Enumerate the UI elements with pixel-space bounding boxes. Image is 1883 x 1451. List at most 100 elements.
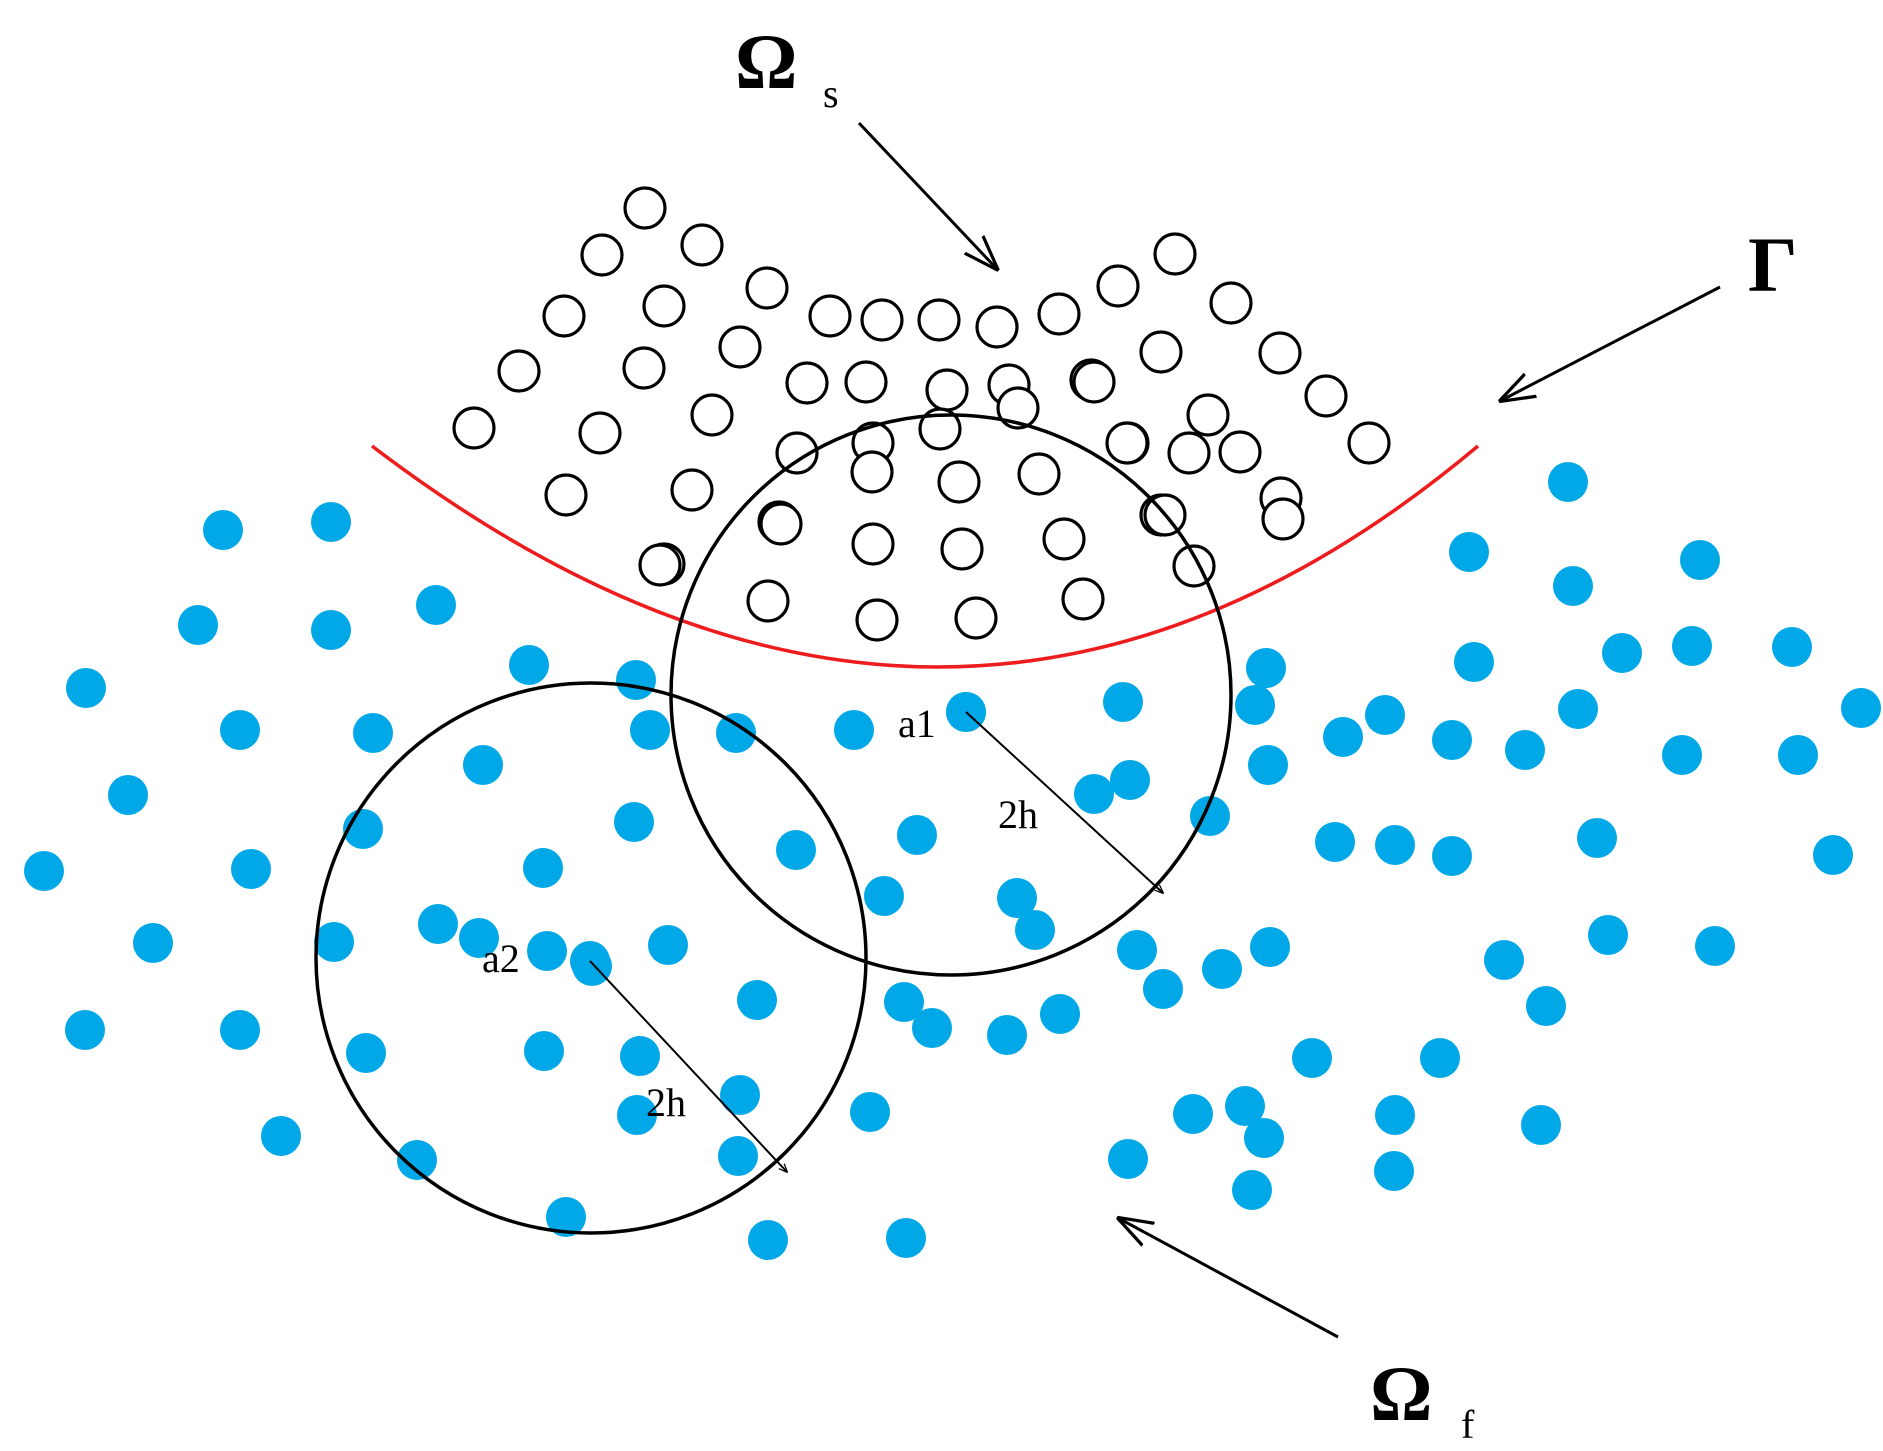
fluid-particle-31 (459, 918, 499, 958)
fluid-particle-19 (1246, 648, 1286, 688)
fluid-particle-60 (1108, 1139, 1148, 1179)
fluid-particle-23 (523, 848, 563, 888)
solid-particle-20 (718, 325, 762, 369)
solid-particle-26 (1139, 330, 1183, 374)
fluid-particle-66 (1526, 986, 1566, 1026)
solid-particle-53 (940, 527, 984, 571)
fluid-particle-11 (108, 775, 148, 815)
fluid-particle-49 (850, 1092, 890, 1132)
gamma-arrow (1502, 285, 1721, 400)
solid-particle-60 (1061, 577, 1105, 621)
solid-particle-51 (759, 502, 803, 546)
solid-particle-59 (954, 596, 998, 640)
fluid-particle-35 (997, 878, 1037, 918)
solid-particle-54 (1042, 517, 1086, 561)
solid-particle-9 (917, 298, 961, 342)
fluid-particle-92 (1235, 685, 1275, 725)
fluid-particle-15 (716, 713, 756, 753)
fluid-particle-21 (133, 923, 173, 963)
solid-particle-29 (578, 411, 622, 455)
solid-particle-41 (670, 468, 714, 512)
omega-s-arrow (857, 121, 996, 268)
fluid-particle-26 (897, 815, 937, 855)
solid-particle-8 (860, 298, 904, 342)
fluid-particle-90 (1454, 642, 1494, 682)
fluid-particle-32 (527, 931, 567, 971)
gamma-label: Γ (1748, 221, 1798, 308)
fluid-particle-50 (912, 1008, 952, 1048)
fluid-particle-20 (24, 851, 64, 891)
solid-particle-4 (542, 294, 586, 338)
fluid-particle-89 (1662, 735, 1702, 775)
fluid-particle-8 (220, 710, 260, 750)
fluid-particle-1 (203, 510, 243, 550)
fluid-particle-37 (261, 1116, 301, 1156)
solid-particle-3 (580, 233, 624, 277)
solid-particle-6 (745, 266, 789, 310)
solid-particle-27 (1186, 393, 1230, 437)
fluid-particle-12 (231, 849, 271, 889)
solid-particle-40 (544, 473, 588, 517)
interface-curve (370, 444, 1480, 669)
radius-arrow-a1 (965, 711, 1163, 893)
fluid-particle-87 (1680, 540, 1720, 580)
fluid-particle-85 (1449, 532, 1489, 572)
fluid-particle-76 (1375, 825, 1415, 865)
fluid-particle-9 (353, 713, 393, 753)
omega-f-label: Ω (1370, 1350, 1432, 1437)
solid-particle-56 (638, 543, 682, 587)
fluid-particle-24 (614, 802, 654, 842)
support-domain-a2-circle (314, 681, 868, 1235)
fluid-particle-53 (1173, 1094, 1213, 1134)
fluid-particle-25 (776, 830, 816, 870)
solid-particle-52 (851, 522, 895, 566)
solid-particle-31 (775, 431, 819, 475)
solid-particle-21 (785, 361, 829, 405)
fluid-particle-68 (1484, 940, 1524, 980)
solid-particle-16 (1304, 374, 1348, 418)
fluid-particle-86 (1548, 462, 1588, 502)
fluid-particle-22 (314, 922, 354, 962)
solid-particle-18 (497, 349, 541, 393)
fluid-particle-51 (1040, 994, 1080, 1034)
fluid-particle-39 (524, 1031, 564, 1071)
fluid-particle-34 (864, 876, 904, 916)
fluid-particle-33 (648, 925, 688, 965)
omega-s-label: Ω (735, 18, 797, 105)
fluid-particle-52 (1143, 969, 1183, 1009)
fluid-particle-43 (1015, 910, 1055, 950)
fluid-particle-95 (718, 1136, 758, 1176)
solid-particle-15 (1258, 331, 1302, 375)
fluid-particle-4 (178, 605, 218, 645)
solid-particle-23 (925, 368, 969, 412)
fluid-particle-88 (1778, 735, 1818, 775)
fluid-particle-56 (1292, 1038, 1332, 1078)
fluid-particle-7 (509, 645, 549, 685)
fluid-particle-48 (720, 1075, 760, 1115)
fluid-particle-42 (884, 982, 924, 1022)
omega-f-arrow (1120, 1219, 1339, 1339)
fluid-particle-28 (65, 1010, 105, 1050)
fluid-particle-55 (1375, 1095, 1415, 1135)
fluid-particle-6 (66, 668, 106, 708)
solid-domain-particles (452, 186, 1391, 642)
fluid-particle-45 (1250, 927, 1290, 967)
fluid-particle-5 (311, 610, 351, 650)
solid-particle-14 (1209, 281, 1253, 325)
solid-particle-7 (808, 294, 852, 338)
fluid-particle-47 (620, 1036, 660, 1076)
fluid-particle-64 (1232, 1170, 1272, 1210)
solid-particle-19 (622, 346, 666, 390)
fluid-domain-particles (24, 462, 1881, 1260)
fluid-particle-74 (1315, 822, 1355, 862)
fluid-particle-65 (1374, 1151, 1414, 1191)
fluid-particle-91 (1365, 695, 1405, 735)
fluid-particle-62 (1420, 1038, 1460, 1078)
fluid-particle-10 (616, 660, 656, 700)
radius-a2-label: 2h (646, 1080, 686, 1125)
fluid-particle-58 (748, 1220, 788, 1260)
solid-particle-35 (1072, 360, 1116, 404)
fluid-particle-80 (1841, 688, 1881, 728)
